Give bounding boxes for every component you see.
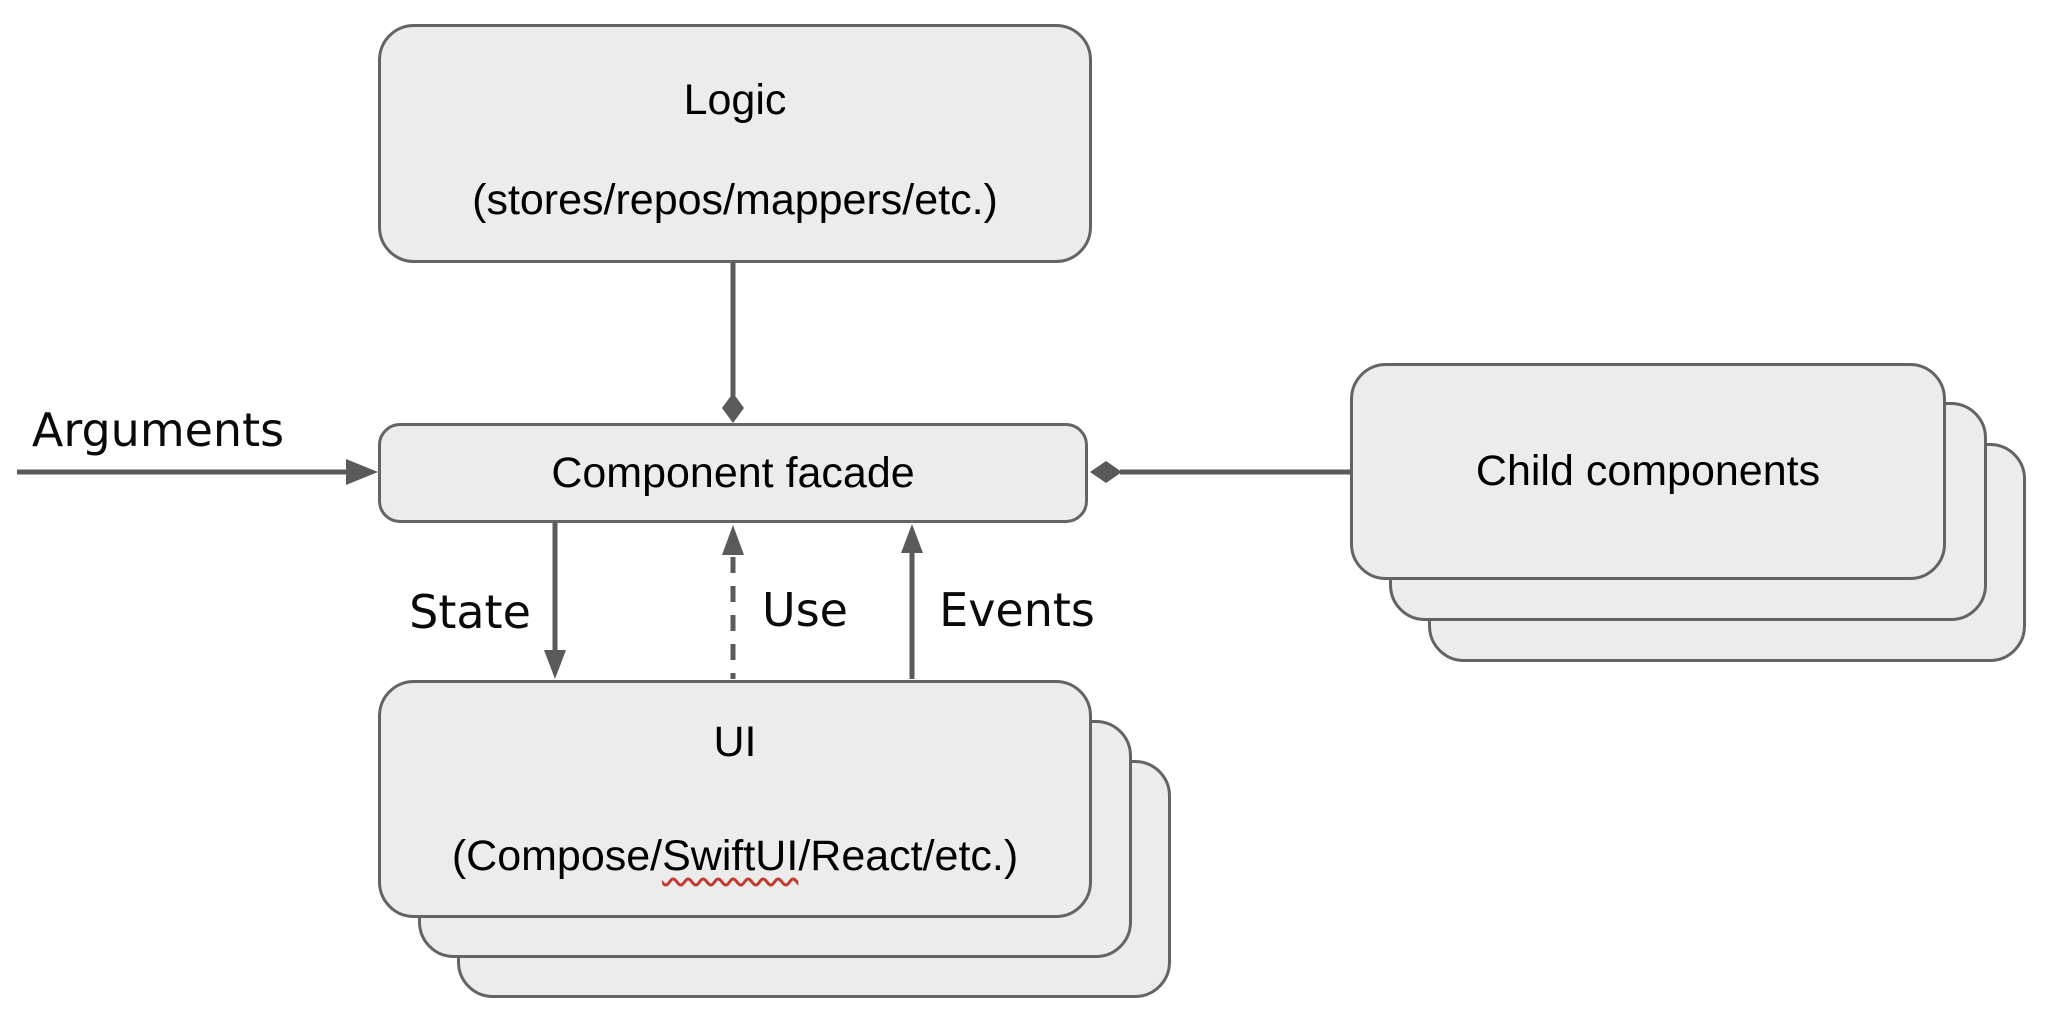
component-facade-label: Component facade	[551, 448, 915, 497]
logic-title: Logic	[683, 76, 787, 124]
arguments-label: Arguments	[31, 403, 285, 457]
ui-subtitle-spellcheck-word: SwiftUI	[662, 831, 799, 880]
state-label: State	[409, 585, 531, 639]
logic-subtitle: (stores/repos/mappers/etc.)	[472, 176, 998, 224]
logic-node: Logic (stores/repos/mappers/etc.)	[378, 24, 1092, 263]
use-label: Use	[762, 583, 848, 637]
state-arrowhead	[544, 650, 566, 679]
child-components-label: Child components	[1475, 447, 1821, 495]
children-facade-diamond	[1090, 461, 1122, 483]
events-arrowhead	[901, 524, 923, 553]
child-components-node: Child components	[1350, 363, 1946, 580]
ui-subtitle-post: /React/etc.)	[798, 831, 1019, 880]
ui-node: UI (Compose/SwiftUI/React/etc.)	[378, 680, 1092, 918]
arguments-arrowhead	[346, 459, 378, 485]
logic-facade-diamond	[722, 393, 744, 423]
use-arrowhead	[722, 525, 744, 555]
ui-subtitle-pre: (Compose/	[451, 831, 663, 880]
component-facade-node: Component facade	[378, 423, 1088, 523]
ui-title: UI	[713, 717, 757, 766]
ui-subtitle: (Compose/SwiftUI/React/etc.)	[451, 831, 1019, 880]
events-label: Events	[939, 583, 1095, 637]
